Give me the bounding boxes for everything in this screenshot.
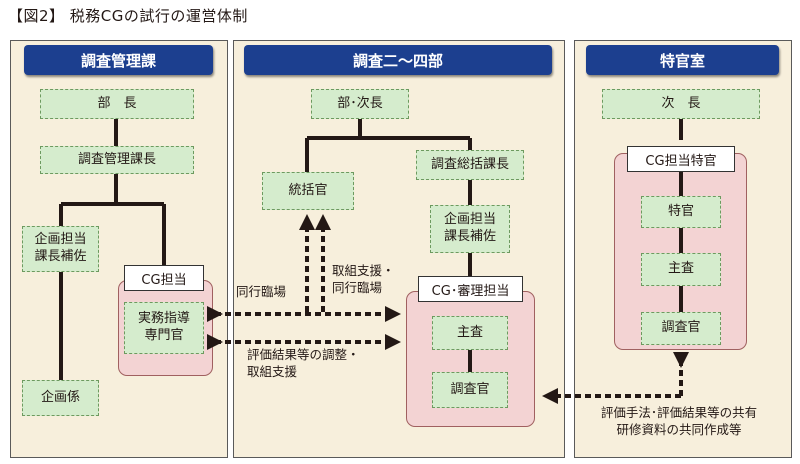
node-examiner-center: 調査官	[432, 372, 508, 408]
node-practical-guidance-officer: 実務指導 専門官	[124, 302, 204, 354]
node-director-deputy: 部･次長	[311, 89, 409, 119]
node-deputy-director: 次 長	[602, 89, 760, 119]
label-accompany: 同行臨場	[236, 284, 287, 299]
node-examiner-right: 調査官	[641, 312, 721, 345]
label-coordination: 評価結果等の調整・ 取組支援	[247, 347, 360, 379]
cg-tag-left: CG担当	[124, 265, 204, 291]
header-special-office: 特官室	[586, 45, 779, 75]
node-supervisor: 統括官	[262, 172, 354, 210]
node-planning-deputy-center: 企画担当 課長補佐	[430, 205, 510, 253]
figure-title: 【図2】 税務CGの試行の運営体制	[8, 7, 248, 25]
node-special-officer: 特官	[641, 196, 721, 228]
node-chief-examiner-right: 主査	[641, 253, 721, 286]
node-survey-management-chief: 調査管理課長	[40, 146, 194, 174]
node-director: 部 長	[40, 89, 194, 119]
header-survey-management: 調査管理課	[24, 45, 213, 75]
header-survey-departments: 調査二〜四部	[244, 45, 552, 75]
node-general-survey-chief: 調査総括課長	[416, 150, 524, 180]
node-planning-deputy-left: 企画担当 課長補佐	[22, 226, 99, 272]
label-support-accompany: 取組支援・ 同行臨場	[332, 263, 395, 295]
node-chief-examiner-center: 主査	[432, 316, 508, 350]
cg-tag-right: CG担当特官	[627, 146, 735, 172]
cg-tag-center: CG･審理担当	[418, 276, 523, 302]
node-planning-section: 企画係	[22, 380, 99, 416]
label-sharing: 評価手法･評価結果等の共有 研修資料の共同作成等	[600, 405, 758, 437]
